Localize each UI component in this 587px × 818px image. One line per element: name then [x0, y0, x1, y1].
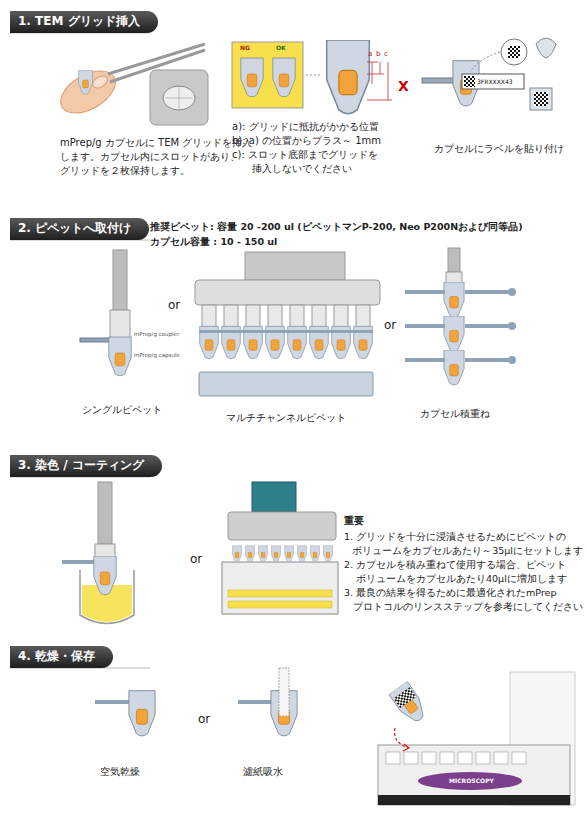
staining-multi [222, 482, 338, 614]
label-text: 3FRXXXX43 [477, 78, 513, 85]
label-text: b): a) の位置からプラス～ 1mm [232, 135, 381, 147]
label-text: OK [276, 44, 286, 51]
label-text: or [190, 552, 202, 566]
label-text: プロトコルのリンスステップを参考にしてください [353, 601, 583, 612]
staining-single [62, 482, 134, 624]
label-text: NG [240, 44, 250, 51]
label-text: 濾紙吸水 [243, 766, 283, 778]
label-text: カプセル容量 : 10 - 150 ul [150, 236, 277, 247]
label-text: a): グリッドに抵抗がかかる位置 [232, 121, 379, 133]
storage-box [378, 672, 575, 805]
header-text: 1. TEM グリッド挿入 [18, 14, 140, 28]
label-text: グリッドを２枚保持します。 [60, 165, 190, 177]
label-text: 重要 [344, 515, 364, 527]
label-figure [422, 38, 556, 110]
label-text: mPrep/g coupler [134, 331, 179, 338]
label-text: します。カプセル内にスロットがあり、 [60, 151, 240, 163]
section-header: 1. TEM グリッド挿入 [10, 11, 158, 33]
label-text: c): スロット底部までグリッドを [232, 149, 378, 161]
label-text: シングルピペット [82, 404, 162, 416]
label-text: 挿入しないでください [252, 163, 352, 175]
header-text: 2. ピペットへ取付け [18, 221, 131, 235]
label-text: ボリュームをカプセルあたり～35μlにセットします [352, 545, 583, 556]
stacked-capsules [405, 248, 516, 385]
drying-figures [95, 668, 297, 736]
grid-insertion-figure [54, 44, 208, 125]
label-text: mPrep/g capsule [134, 352, 180, 359]
single-pipette [80, 250, 131, 376]
label-text: X [398, 78, 409, 95]
header-text: 3. 染色 / コーティング [18, 458, 144, 472]
grid-position-figure [232, 40, 392, 114]
label-text: 空気乾燥 [100, 766, 140, 778]
header-rules [10, 33, 150, 668]
label-text: 2. カプセルを積み重ねて使用する場合、ピペット [344, 559, 566, 570]
label-text: or [198, 712, 210, 726]
label-text: マルチチャンネルピペット [226, 412, 346, 424]
section-header: 4. 乾燥・保存 [10, 646, 113, 668]
label-text: MICROSCOPY [449, 777, 494, 784]
section-header: 3. 染色 / コーティング [10, 455, 162, 477]
label-text: 3. 最良の結果を得るために最適化されたmPrep [344, 587, 556, 598]
label-text: カプセルにラベルを貼り付け [434, 143, 564, 155]
label-text: ボリュームをカプセルあたり40μlに増加します [356, 573, 567, 584]
label-text: c [384, 50, 388, 58]
multichannel-pipette [195, 252, 380, 396]
label-text: or [384, 318, 396, 332]
label-text: mPrep/g カプセルに TEM グリッドを挿入 [60, 137, 252, 149]
label-text: b [376, 50, 380, 58]
label-text: 1. グリッドを十分に浸漬させるためにピペットの [344, 531, 566, 542]
label-text: a [368, 50, 372, 58]
section-header: 2. ピペットへ取付け [10, 218, 149, 240]
label-text: or [168, 298, 180, 312]
header-text: 4. 乾燥・保存 [18, 649, 95, 663]
label-text: 推奨ピペット: 容量 20 -200 ul (ピペットマンP-200, Neo … [150, 221, 523, 232]
label-text: カプセル積重ね [420, 408, 490, 420]
